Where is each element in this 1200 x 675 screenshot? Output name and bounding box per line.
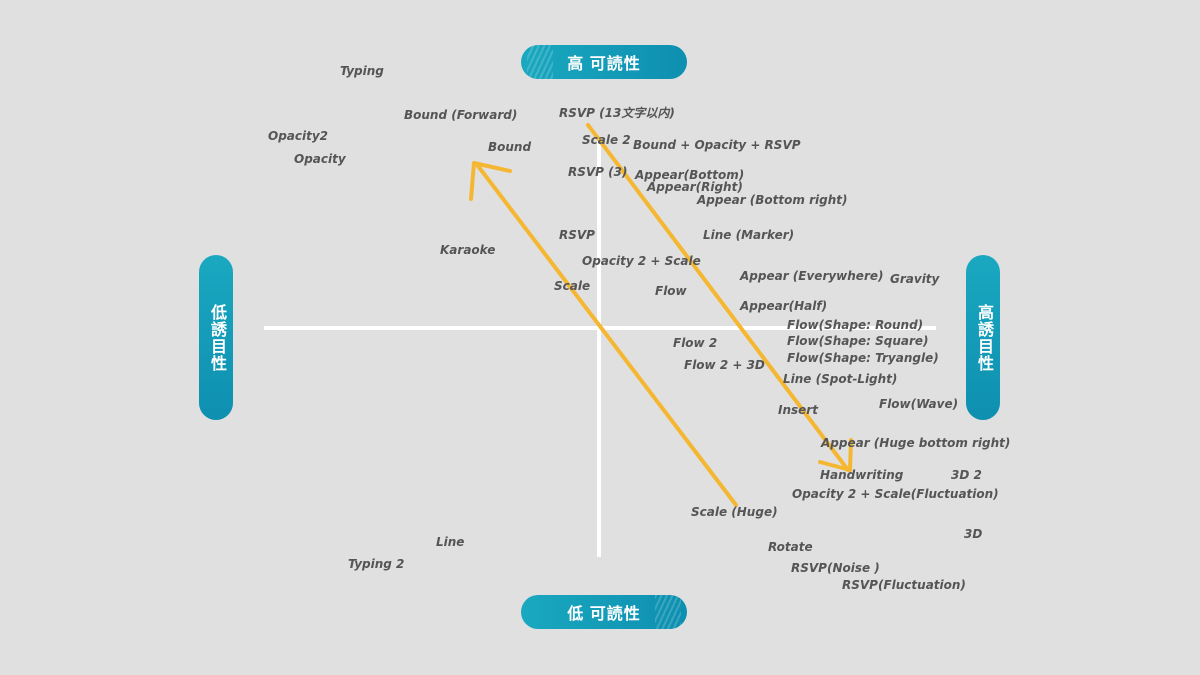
label-rsvp-13: RSVP (13文字以内) — [559, 106, 675, 120]
label-rsvp-3: RSVP (3) — [568, 165, 628, 179]
bottom-axis-label: 低 可読性 — [521, 595, 687, 629]
arrow-down-right — [586, 123, 850, 472]
label-appear-everywhere: Appear (Everywhere) — [740, 269, 884, 283]
left-axis-label: 低誘目性 — [199, 255, 233, 420]
label-flow-wave: Flow(Wave) — [879, 397, 959, 411]
label-bound-forward: Bound (Forward) — [404, 108, 518, 122]
label-opacity2: Opacity2 — [268, 129, 329, 143]
label-rsvp-noise: RSVP(Noise ) — [791, 561, 880, 575]
label-flow-tryangle: Flow(Shape: Tryangle) — [787, 351, 939, 365]
bottom-axis-label-text: 低 可読性 — [567, 606, 641, 623]
label-scale-2: Scale 2 — [582, 133, 631, 147]
vertical-axis — [597, 140, 601, 557]
label-gravity: Gravity — [890, 272, 940, 286]
label-bound: Bound — [488, 140, 532, 154]
label-3d-2: 3D 2 — [951, 468, 982, 482]
label-line-spot-light: Line (Spot-Light) — [783, 372, 898, 386]
label-typing-2: Typing 2 — [348, 557, 405, 571]
label-insert: Insert — [778, 403, 818, 417]
label-typing: Typing — [340, 64, 384, 78]
arrow-up-left — [476, 164, 738, 507]
arrowhead-up-left — [469, 161, 512, 201]
label-line: Line — [436, 535, 465, 549]
pill-decoration — [655, 595, 681, 629]
label-flow-round: Flow(Shape: Round) — [787, 318, 924, 332]
label-opacity: Opacity — [294, 152, 346, 166]
label-appear-bottom-right: Appear (Bottom right) — [697, 193, 848, 207]
label-appear-bottom: Appear(Bottom) — [635, 168, 745, 182]
label-opacity2-scale: Opacity 2 + Scale — [582, 254, 701, 268]
label-rsvp-fluctuation: RSVP(Fluctuation) — [842, 578, 966, 592]
label-scale-huge: Scale (Huge) — [691, 505, 778, 519]
label-rsvp: RSVP — [559, 228, 595, 242]
label-line-marker: Line (Marker) — [703, 228, 795, 242]
top-axis-label-text: 高 可読性 — [567, 56, 641, 73]
label-rotate: Rotate — [768, 540, 813, 554]
label-appear-huge-bottom-right: Appear (Huge bottom right) — [821, 436, 1011, 450]
label-appear-right: Appear(Right) — [647, 180, 743, 194]
label-flow2-3d: Flow 2 + 3D — [684, 358, 765, 372]
label-flow-square: Flow(Shape: Square) — [787, 334, 929, 348]
pill-decoration — [527, 45, 553, 79]
label-handwriting: Handwriting — [820, 468, 904, 482]
label-flow: Flow — [655, 284, 687, 298]
label-appear-half: Appear(Half) — [740, 299, 828, 313]
label-flow-2: Flow 2 — [673, 336, 718, 350]
label-bound-opacity-rsvp: Bound + Opacity + RSVP — [633, 138, 801, 152]
right-axis-label: 高誘目性 — [966, 255, 1000, 420]
label-karaoke: Karaoke — [440, 243, 496, 257]
label-opacity2-scale-fluctuation: Opacity 2 + Scale(Fluctuation) — [792, 487, 999, 501]
top-axis-label: 高 可読性 — [521, 45, 687, 79]
right-axis-label-text: 高誘目性 — [975, 303, 992, 372]
arrowhead-down-right — [818, 438, 853, 472]
label-scale: Scale — [554, 279, 591, 293]
left-axis-label-text: 低誘目性 — [208, 303, 225, 372]
label-3d: 3D — [964, 527, 983, 541]
